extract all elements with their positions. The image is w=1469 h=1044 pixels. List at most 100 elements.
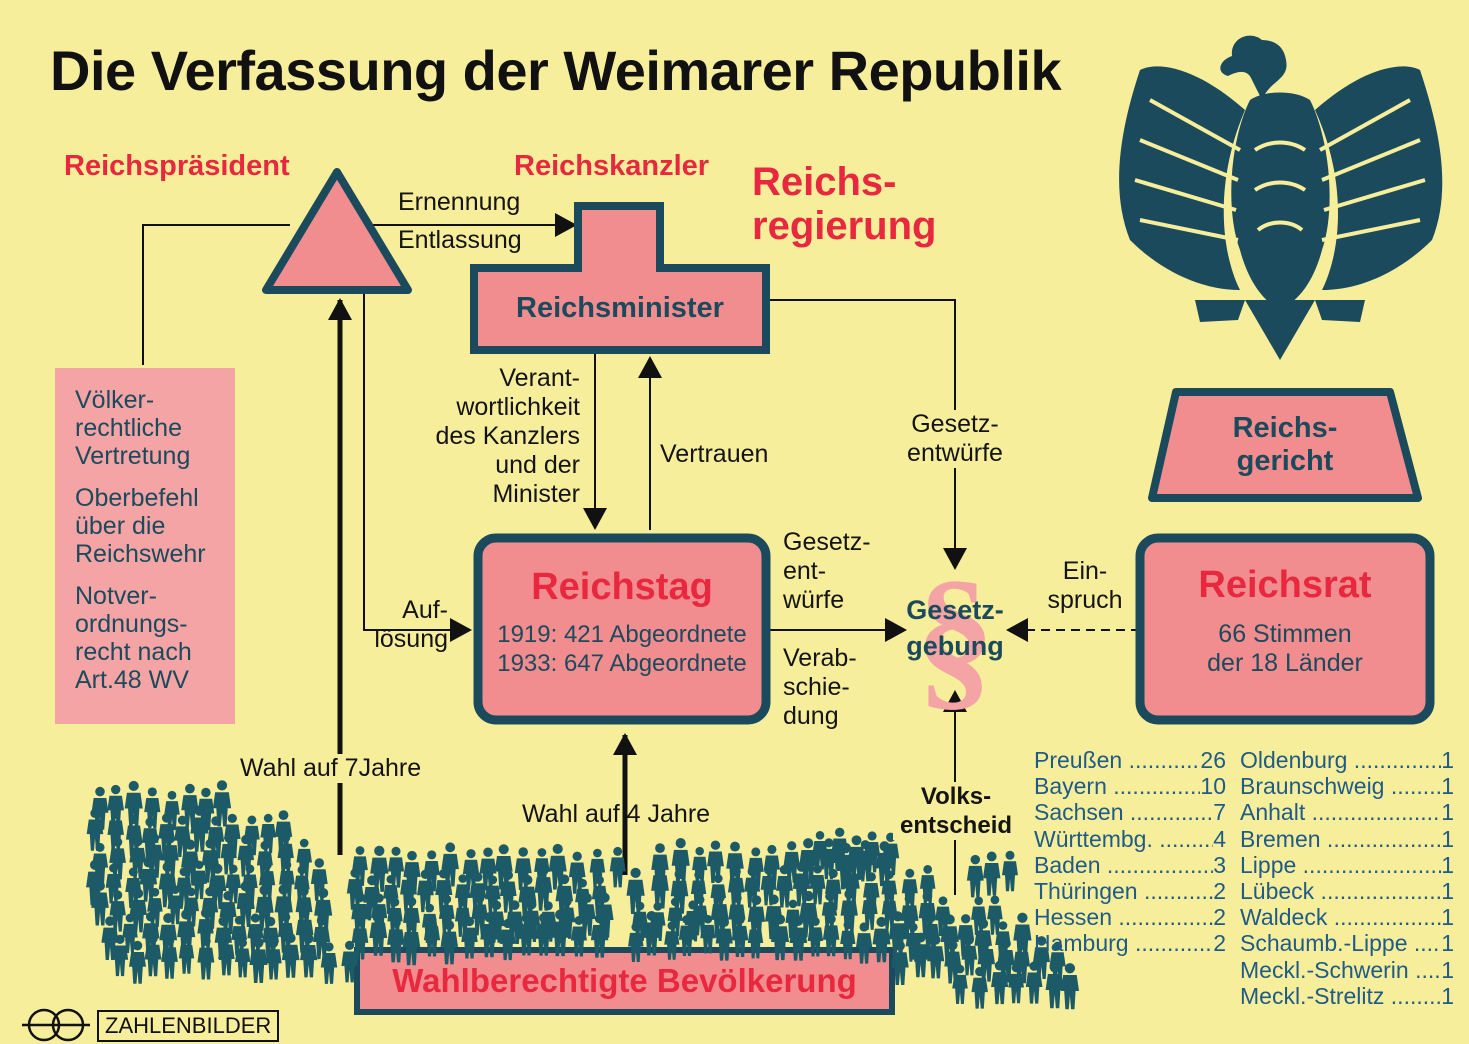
land-votes: 1 [1441, 982, 1454, 1009]
vertrauen-label: Vertrauen [660, 440, 769, 468]
land-row: Preußen26 [1034, 747, 1226, 773]
land-name: Preußen [1034, 747, 1200, 773]
land-row: Thüringen2 [1034, 878, 1226, 904]
reichsgericht-label: Reichs- gericht [1232, 412, 1338, 477]
reichsregierung-line-1: Reichs- [752, 160, 897, 204]
land-name: Bremen [1240, 826, 1441, 852]
land-votes: 3 [1213, 851, 1226, 878]
land-name: Anhalt [1240, 799, 1441, 825]
eagle-emblem-icon [1119, 35, 1443, 360]
ernennung-label: Ernennung [398, 188, 521, 216]
land-votes: 1 [1441, 825, 1454, 852]
bevoelkerung-label: Wahlberechtigte Bevölkerung [392, 962, 857, 999]
arrow-gesetzentwuerfe-regierung [765, 299, 967, 570]
reichstag-box [473, 533, 771, 725]
source-label: ZAHLENBILDER [97, 1010, 280, 1042]
land-votes: 10 [1200, 773, 1226, 800]
land-name: Hamburg [1034, 930, 1213, 956]
land-votes: 1 [1441, 799, 1454, 826]
land-votes: 1 [1441, 773, 1454, 800]
land-name: Hessen [1034, 904, 1213, 930]
land-votes: 1 [1441, 851, 1454, 878]
land-row: Lippe1 [1240, 852, 1454, 878]
paragraph-icon: § [915, 547, 995, 725]
reichsrat-title: Reichsrat [1198, 564, 1372, 606]
aufloesung-label: Auf- lösung [374, 596, 448, 653]
entlassung-label: Entlassung [398, 226, 522, 254]
arrow-aufloesung [363, 290, 472, 642]
land-name: Braunschweig [1240, 773, 1441, 799]
wahl-7-label: Wahl auf 7Jahre [240, 754, 422, 783]
land-votes: 2 [1213, 930, 1226, 957]
land-votes: 2 [1213, 904, 1226, 931]
land-name: Meckl.-Schwerin [1240, 957, 1441, 983]
land-row: Braunschweig1 [1240, 773, 1454, 799]
reichskanzler-label: Reichskanzler [514, 150, 710, 182]
land-row: Anhalt1 [1240, 799, 1454, 825]
land-row: Bayern10 [1034, 773, 1226, 799]
gesetzentwuerfe-top-label: Gesetz- entwürfe [885, 410, 1025, 468]
land-votes: 1 [1441, 956, 1454, 983]
reichsrat-box [1135, 533, 1435, 725]
land-row: Württembg.4 [1034, 826, 1226, 852]
land-name: Baden [1034, 852, 1213, 878]
land-votes: 4 [1213, 825, 1226, 852]
verabschiedung-label: Verab- schie- dung [783, 644, 857, 730]
land-name: Thüringen [1034, 878, 1213, 904]
land-row: Schaumb.-Lippe1 [1240, 930, 1454, 956]
land-row: Meckl.-Schwerin1 [1240, 957, 1454, 983]
reichstag-seats: 1919: 421 Abgeordnete 1933: 647 Abgeordn… [497, 621, 747, 677]
zahlenbilder-logo-icon [22, 1008, 90, 1042]
reichsregierung-line-2: regierung [752, 204, 937, 248]
land-name: Bayern [1034, 773, 1200, 799]
land-name: Lübeck [1240, 878, 1441, 904]
reichspraesident-label: Reichspräsident [64, 150, 290, 182]
reichsgericht-trapezoid [1148, 388, 1422, 502]
reichsminister-label: Reichsminister [516, 292, 724, 324]
reichspraesident-triangle-icon [262, 168, 412, 294]
verantwortlichkeit-label: Verant- wortlichkeit des Kanzlers und de… [435, 364, 580, 508]
people-crowd-icon [86, 780, 1080, 1010]
land-name: Sachsen [1034, 799, 1213, 825]
laender-list-right: Oldenburg1Braunschweig1Anhalt1Bremen1Lip… [1240, 747, 1454, 1009]
gesetzgebung-label: Gesetz- gebung [906, 595, 1004, 661]
line-powers-to-president [142, 224, 290, 365]
land-name: Meckl.-Strelitz [1240, 983, 1441, 1009]
land-votes: 1 [1441, 904, 1454, 931]
land-row: Oldenburg1 [1240, 747, 1454, 773]
land-name: Lippe [1240, 852, 1441, 878]
land-row: Hessen2 [1034, 904, 1226, 930]
land-name: Oldenburg [1240, 747, 1441, 773]
land-row: Bremen1 [1240, 826, 1454, 852]
reichstag-title: Reichstag [531, 566, 713, 608]
land-name: Waldeck [1240, 904, 1441, 930]
wahl-4-label: Wahl auf 4 Jahre [522, 800, 711, 828]
page-title: Die Verfassung der Weimarer Republik [50, 39, 1062, 102]
einspruch-label: Ein- spruch [1047, 557, 1123, 614]
reichsregierung-label: Reichs- regierung [752, 160, 936, 248]
land-row: Hamburg2 [1034, 930, 1226, 956]
reichsrat-votes: 66 Stimmen der 18 Länder [1207, 620, 1363, 677]
land-row: Lübeck1 [1240, 878, 1454, 904]
volksentscheid-label: Volks- entscheid [893, 782, 1019, 840]
gesetzentwuerfe-mid-label: Gesetz- ent- würfe [783, 528, 871, 614]
land-votes: 1 [1441, 930, 1454, 957]
land-votes: 7 [1213, 799, 1226, 826]
land-name: Schaumb.-Lippe [1240, 930, 1441, 956]
land-votes: 26 [1200, 747, 1226, 773]
land-votes: 1 [1441, 878, 1454, 905]
land-votes: 1 [1441, 747, 1454, 773]
land-name: Württembg. [1034, 826, 1213, 852]
land-row: Meckl.-Strelitz1 [1240, 983, 1454, 1009]
land-row: Waldeck1 [1240, 904, 1454, 930]
land-row: Sachsen7 [1034, 799, 1226, 825]
land-row: Baden3 [1034, 852, 1226, 878]
laender-list-left: Preußen26Bayern10Sachsen7Württembg.4Bade… [1034, 747, 1226, 957]
land-votes: 2 [1213, 878, 1226, 905]
